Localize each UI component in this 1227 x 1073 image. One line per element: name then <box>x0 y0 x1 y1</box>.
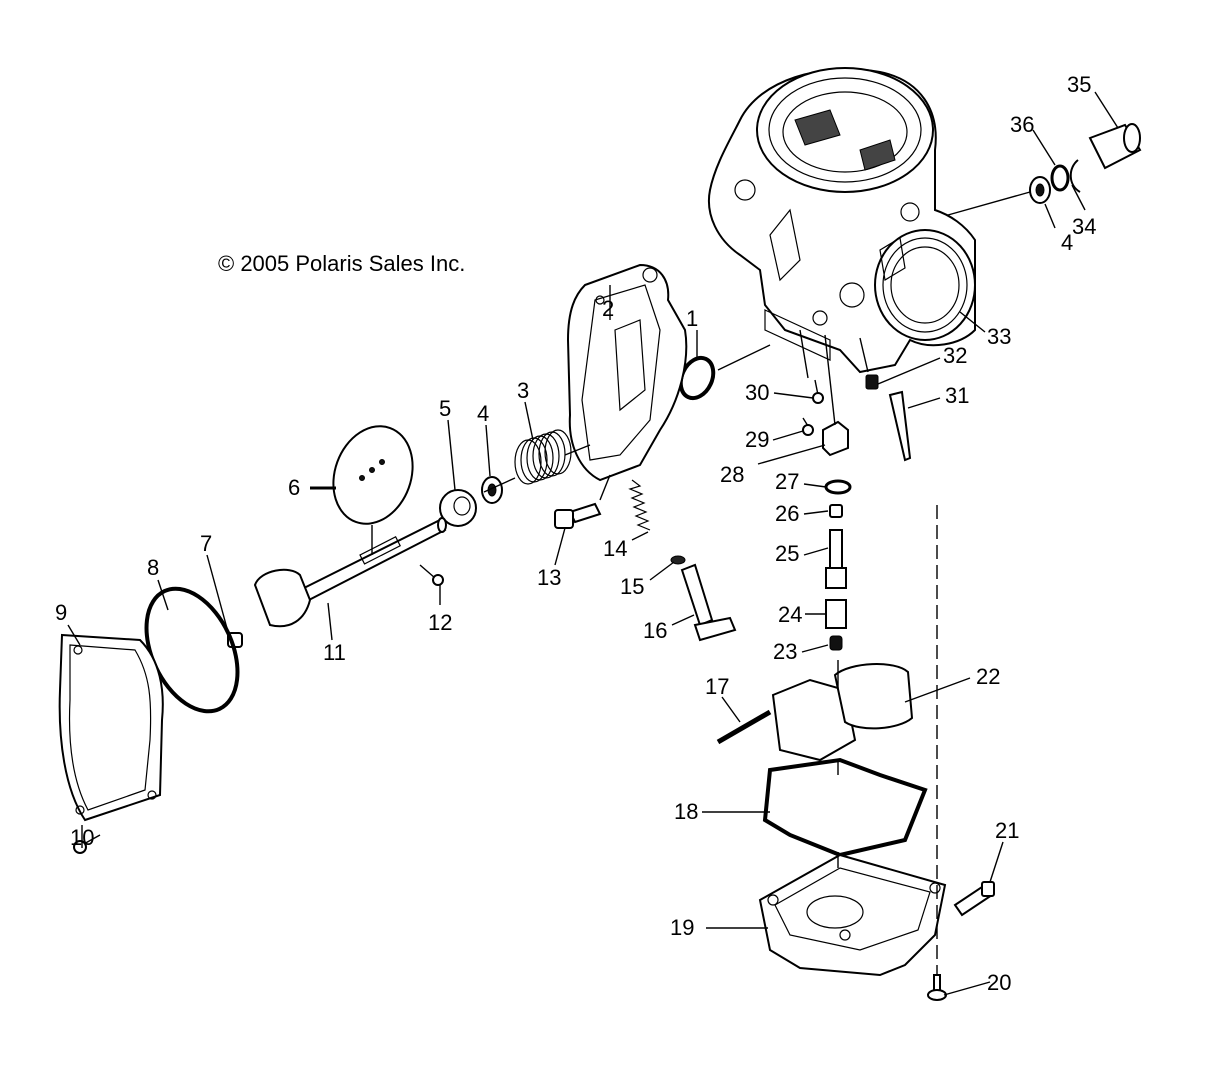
callout-22: 22 <box>976 664 1000 689</box>
callout-21: 21 <box>995 818 1019 843</box>
callout-4: 4 <box>477 401 489 426</box>
part-bolt-20 <box>927 974 947 1001</box>
part-washer-36 <box>1050 164 1070 192</box>
part-spring-3 <box>514 429 572 485</box>
part-float-bowl-19 <box>758 853 947 977</box>
callout-14: 14 <box>603 536 627 561</box>
part-needle-31 <box>888 390 912 462</box>
part-cap-32 <box>865 374 879 390</box>
callout-7: 7 <box>200 531 212 556</box>
callout-24: 24 <box>778 602 802 627</box>
part-screw-16 <box>680 563 737 642</box>
part-o-ring-15 <box>670 555 686 565</box>
part-disc-6 <box>332 425 414 525</box>
callout-26: 26 <box>775 501 799 526</box>
callout-35: 35 <box>1067 72 1091 97</box>
part-screw-12 <box>419 564 444 586</box>
callout-27: 27 <box>775 469 799 494</box>
callout-3: 3 <box>517 378 529 403</box>
callout-19: 19 <box>670 915 694 940</box>
part-spring-14 <box>628 479 651 531</box>
part-screw-21 <box>953 881 995 917</box>
part-jet-stack <box>822 420 852 651</box>
part-throttle-cover <box>566 263 688 482</box>
callout-20: 20 <box>987 970 1011 995</box>
callout-2: 2 <box>602 296 614 321</box>
callout-5: 5 <box>439 396 451 421</box>
callout-13: 13 <box>537 565 561 590</box>
part-sleeve-35 <box>1088 123 1142 170</box>
callout-33: 33 <box>987 324 1011 349</box>
callout-32: 32 <box>943 343 967 368</box>
copyright-text: © 2005 Polaris Sales Inc. <box>218 251 465 276</box>
part-screw-29 <box>802 417 814 436</box>
callout-25: 25 <box>775 541 799 566</box>
part-washer-4b <box>1029 176 1051 204</box>
part-pin-17 <box>716 709 772 745</box>
callout-18: 18 <box>674 799 698 824</box>
part-clip-34 <box>1069 159 1081 193</box>
part-screw-13 <box>554 502 602 529</box>
part-screw-10 <box>73 834 101 854</box>
callout-15: 15 <box>620 574 644 599</box>
callout-12: 12 <box>428 610 452 635</box>
part-screw-30 <box>812 379 824 404</box>
callout-9: 9 <box>55 600 67 625</box>
callout-17: 17 <box>705 674 729 699</box>
callout-labels: 1 2 3 4 4 5 6 7 8 9 10 11 12 13 14 15 16… <box>55 72 1096 995</box>
part-washer-4a <box>481 476 503 504</box>
callout-29: 29 <box>745 427 769 452</box>
callout-36: 36 <box>1010 112 1034 137</box>
callout-23: 23 <box>773 639 797 664</box>
callout-28: 28 <box>720 462 744 487</box>
callout-8: 8 <box>147 555 159 580</box>
part-carburetor-body <box>707 67 976 374</box>
part-bushing-5 <box>439 489 477 527</box>
callout-16: 16 <box>643 618 667 643</box>
part-float-22 <box>771 663 914 762</box>
callout-10: 10 <box>70 825 94 850</box>
part-gasket-18 <box>762 757 928 858</box>
leader-lines <box>67 91 1119 996</box>
part-cover-plate-9 <box>58 633 164 822</box>
part-shaft-11 <box>253 517 447 628</box>
callout-31: 31 <box>945 383 969 408</box>
callout-11: 11 <box>323 640 346 665</box>
callout-4: 4 <box>1061 230 1073 255</box>
callout-6: 6 <box>288 475 300 500</box>
callout-34: 34 <box>1072 214 1096 239</box>
callout-1: 1 <box>686 306 698 331</box>
callout-30: 30 <box>745 380 769 405</box>
